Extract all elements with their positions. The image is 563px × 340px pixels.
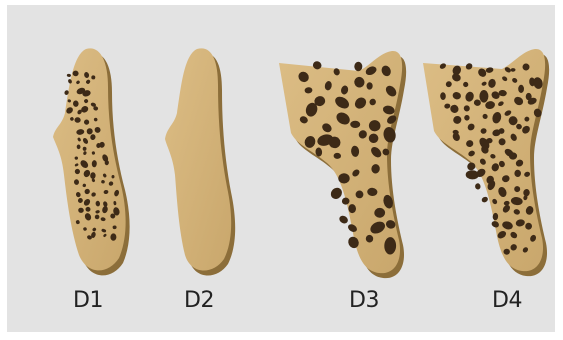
bone-density-illustration [7, 5, 555, 332]
bone-d3 [279, 51, 406, 278]
pore [475, 183, 481, 190]
diagram-panel: D1 D2 D3 D4 [7, 5, 555, 332]
label-d2: D2 [169, 288, 229, 313]
pore [518, 85, 524, 93]
pore [479, 90, 488, 103]
label-d3: D3 [334, 288, 394, 313]
pore [329, 186, 345, 202]
pore [67, 74, 72, 78]
pore [338, 214, 349, 225]
bone-d1 [53, 48, 130, 275]
label-d4: D4 [477, 288, 537, 313]
bone-d4 [423, 49, 549, 276]
bone-d2 [165, 48, 235, 275]
label-d1: D1 [58, 288, 118, 313]
pore [481, 196, 489, 204]
